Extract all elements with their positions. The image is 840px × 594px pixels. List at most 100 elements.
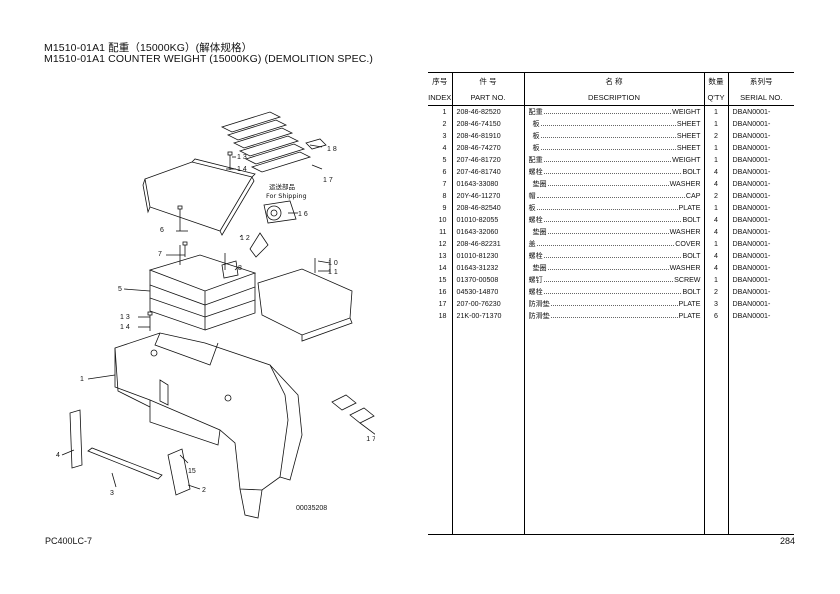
row-qty: 4	[703, 166, 728, 178]
row-desc-cn: 螺栓	[528, 168, 543, 176]
plate-9	[221, 232, 269, 279]
svg-text:For Shipping: For Shipping	[266, 192, 307, 200]
col-qty-cn: 数量	[703, 72, 728, 89]
svg-text:4: 4	[56, 452, 60, 459]
row-index: 9	[442, 204, 447, 212]
leader-dots	[543, 250, 682, 258]
table-bottom-rule	[428, 534, 794, 535]
col-index: INDEX	[428, 89, 452, 106]
row-qty: 2	[703, 190, 728, 202]
row-index: 14	[438, 264, 447, 272]
row-desc-cn: 螺栓	[528, 288, 543, 296]
row-desc-en: BOLT	[682, 216, 701, 224]
row-index: 1	[442, 108, 447, 116]
svg-text:1 8: 1 8	[327, 146, 337, 153]
row-index: 2	[442, 120, 447, 128]
row-part-no: 21K-00-71370	[451, 310, 524, 322]
svg-text:1 4: 1 4	[120, 324, 130, 331]
exploded-parts-diagram: 1 3 1 4 1 8 1 7 运送部品 For Shipping 1 6 1 …	[40, 95, 377, 525]
leader-lines	[61, 144, 377, 490]
row-desc-en: WASHER	[669, 228, 701, 236]
row-desc-en: WEIGHT	[672, 156, 701, 164]
row-qty: 1	[703, 105, 728, 118]
row-part-no: 208-46-82520	[451, 105, 524, 118]
column-rule	[728, 292, 729, 535]
row-serial: DBAN0001-	[727, 226, 794, 238]
row-serial: DBAN0001-	[727, 178, 794, 190]
leader-dots	[547, 178, 669, 186]
row-index: 13	[438, 252, 447, 260]
page-title-en: M1510-01A1 COUNTER WEIGHT (15000KG) (DEM…	[44, 53, 374, 65]
row-index: 12	[438, 240, 447, 248]
row-serial: DBAN0001-	[727, 118, 794, 130]
row-qty: 4	[703, 178, 728, 190]
svg-text:5: 5	[118, 286, 122, 293]
leader-dots	[543, 154, 672, 162]
column-rule	[452, 292, 453, 535]
row-desc-cn: 板	[528, 204, 536, 212]
row-desc-cn: 配重	[528, 156, 543, 164]
column-rule	[524, 292, 525, 535]
row-qty: 2	[703, 130, 728, 142]
row-part-no: 01643-31232	[451, 262, 524, 274]
row-part-no: 207-46-81740	[451, 166, 524, 178]
col-serial-cn: 系列号	[727, 72, 794, 89]
row-part-no: 208-46-74150	[451, 118, 524, 130]
svg-text:15: 15	[188, 468, 196, 475]
col-partno-cn: 件 号	[451, 72, 524, 89]
row-part-no: 208-46-82231	[451, 238, 524, 250]
row-index: 7	[442, 180, 447, 188]
svg-text:1 6: 1 6	[298, 211, 308, 218]
row-index: 16	[438, 288, 447, 296]
row-desc-cn: 板	[528, 120, 540, 128]
svg-text:00035208: 00035208	[296, 505, 327, 512]
row-part-no: 01643-33080	[451, 178, 524, 190]
row-qty: 4	[703, 226, 728, 238]
leader-dots	[550, 310, 678, 318]
row-desc-en: PLATE	[678, 312, 701, 320]
row-desc-en: PLATE	[678, 300, 701, 308]
row-qty: 1	[703, 118, 728, 130]
header-row-en: INDEX PART NO. DESCRIPTION Q'TY SERIAL N…	[428, 89, 794, 106]
row-serial: DBAN0001-	[727, 274, 794, 286]
row-desc-en: SHEET	[676, 120, 701, 128]
leader-dots	[547, 226, 669, 234]
row-index: 18	[438, 312, 447, 320]
row-part-no: 01010-81230	[451, 250, 524, 262]
svg-text:1 2: 1 2	[240, 235, 250, 242]
row-desc-en: BOLT	[682, 168, 701, 176]
leader-dots	[543, 286, 682, 294]
leader-dots	[536, 190, 685, 198]
svg-text:1 7: 1 7	[323, 177, 333, 184]
row-desc-cn: 螺栓	[528, 252, 543, 260]
leader-dots	[540, 130, 676, 138]
row-qty: 1	[703, 142, 728, 154]
row-part-no: 20Y-46-11270	[451, 190, 524, 202]
row-description: 螺栓 BOLT	[523, 166, 704, 178]
svg-text:1 0: 1 0	[328, 260, 338, 267]
cover-12	[142, 158, 256, 236]
row-desc-en: SHEET	[676, 132, 701, 140]
col-index-cn: 序号	[428, 72, 452, 89]
row-index: 6	[442, 168, 447, 176]
row-serial: DBAN0001-	[727, 130, 794, 142]
footer-model: PC400LC-7	[45, 536, 93, 546]
header-row-cn: 序号 件 号 名 称 数量 系列号	[428, 72, 794, 89]
row-desc-en: BOLT	[682, 252, 701, 260]
row-qty: 4	[703, 214, 728, 226]
